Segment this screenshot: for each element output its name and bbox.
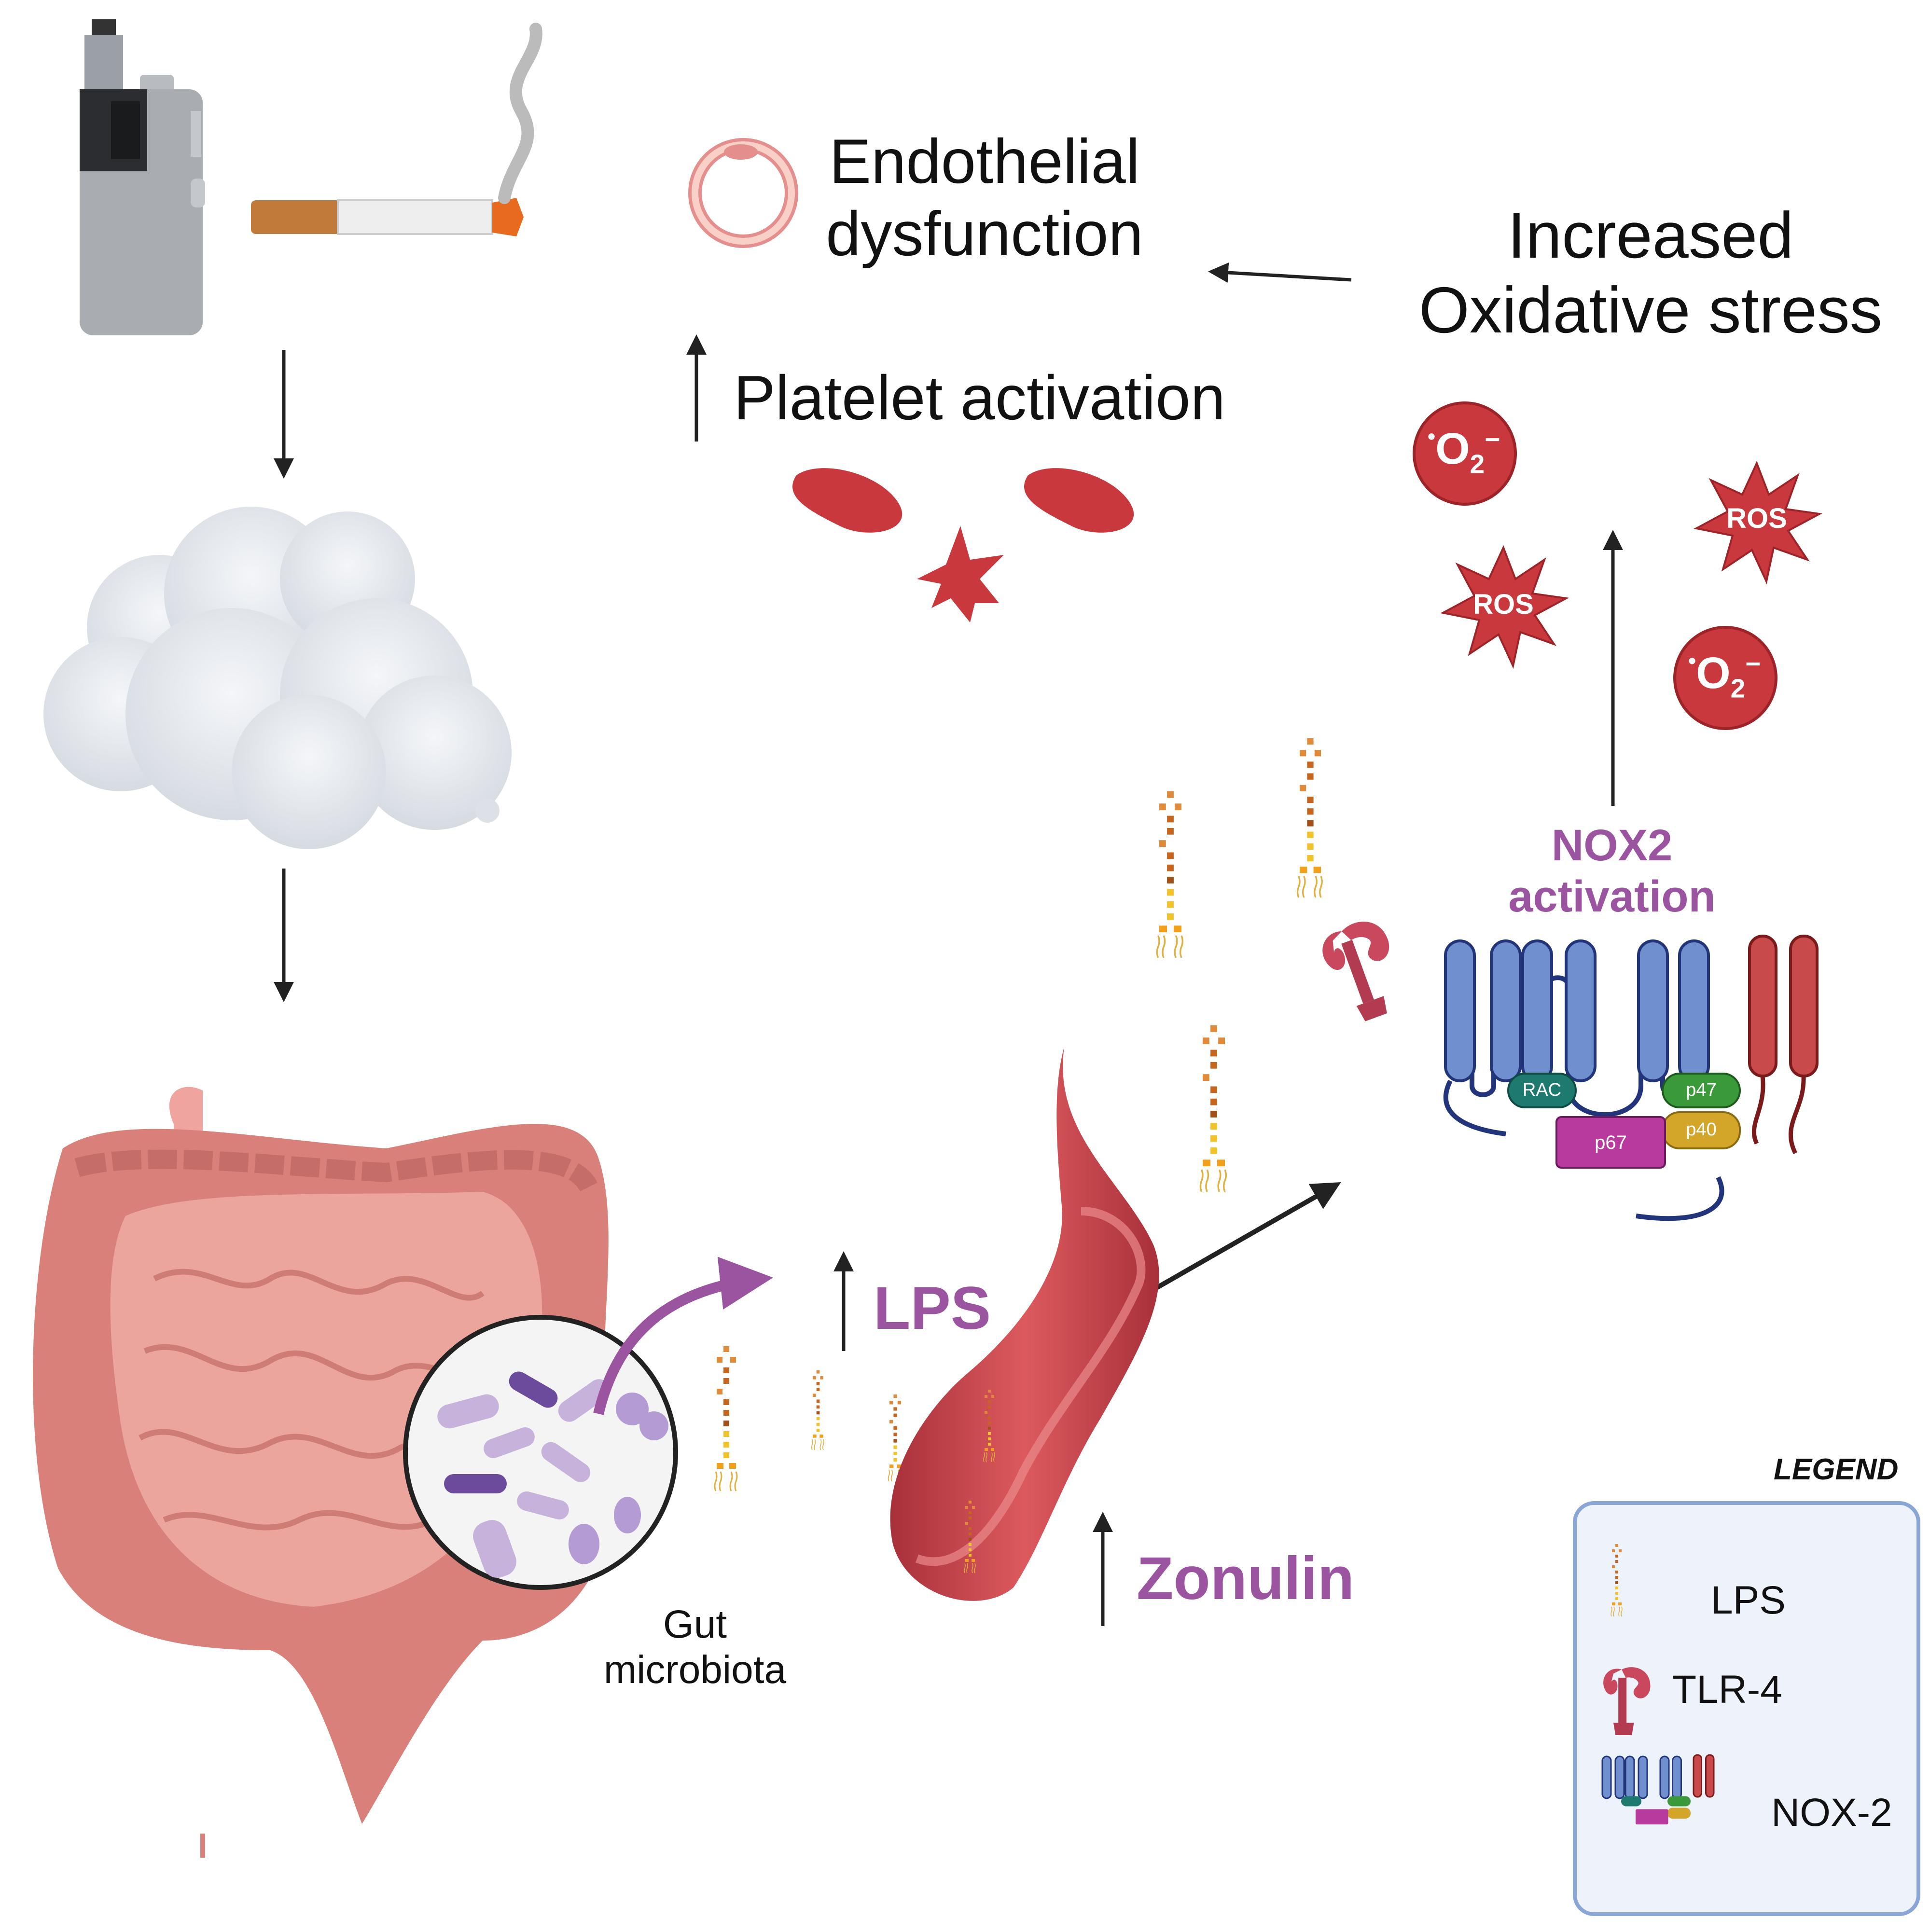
legend-item-nox2: NOX-2 bbox=[1771, 1791, 1892, 1835]
lps-molecule-icon bbox=[888, 1394, 903, 1482]
nox2-line2: activation bbox=[1508, 871, 1716, 921]
nox2-p40-label: p40 bbox=[1686, 1119, 1717, 1140]
gut-line2: microbiota bbox=[603, 1648, 787, 1692]
oxidative-stress-label: Increased Oxidative stress bbox=[1380, 198, 1921, 348]
nox2-rac-label: RAC bbox=[1522, 1080, 1562, 1100]
oxidative-line1: Increased bbox=[1507, 199, 1794, 272]
endothelial-line2: dysfunction bbox=[826, 198, 1143, 269]
nox2-p47-label: p47 bbox=[1686, 1080, 1717, 1100]
platelet-activation-label: Platelet activation bbox=[734, 362, 1225, 433]
lps-molecule-icon bbox=[1296, 737, 1323, 898]
nox2-activation-label: NOX2 activation bbox=[1477, 820, 1747, 923]
arrow-oxidative-to-endothelial bbox=[1208, 262, 1352, 283]
endothelial-line1: Endothelial bbox=[829, 126, 1140, 196]
endothelial-dysfunction-label: Endothelial dysfunction bbox=[791, 125, 1178, 270]
superoxide-circle-icon bbox=[1413, 401, 1517, 506]
legend-item-lps: LPS bbox=[1711, 1578, 1786, 1622]
ros-label: ROS bbox=[1726, 503, 1787, 534]
nox2-p67-label: p67 bbox=[1595, 1132, 1627, 1153]
superoxide-label: •O2− bbox=[1688, 648, 1761, 704]
legend-item-tlr4: TLR-4 bbox=[1672, 1668, 1782, 1711]
smoke-cloud-icon bbox=[43, 507, 512, 849]
gut-microbiota-magnifier bbox=[403, 1315, 678, 1590]
lps-molecule-icon bbox=[1156, 790, 1184, 959]
nox2-line1: NOX2 bbox=[1551, 821, 1673, 870]
lps-molecule-icon bbox=[811, 1370, 824, 1450]
endothelial-ring-icon bbox=[688, 138, 798, 248]
lps-molecule-icon bbox=[714, 1345, 738, 1492]
cigarette-icon bbox=[251, 23, 542, 236]
zonulin-label: Zonulin bbox=[1137, 1545, 1355, 1612]
intestine-icon bbox=[33, 1087, 612, 1858]
superoxide-label: •O2− bbox=[1428, 424, 1500, 479]
superoxide-circle-icon bbox=[1673, 626, 1777, 730]
lps-label: LPS bbox=[874, 1275, 991, 1342]
nox2-complex-icon bbox=[1443, 935, 1819, 1221]
arrow-microbiota-to-lps bbox=[593, 1256, 773, 1415]
oxidative-line2: Oxidative stress bbox=[1418, 274, 1883, 347]
legend-title: LEGEND bbox=[1774, 1453, 1899, 1486]
ros-label: ROS bbox=[1473, 589, 1534, 620]
gut-microbiota-label: Gut microbiota bbox=[569, 1602, 820, 1693]
blood-vessel-icon bbox=[890, 1047, 1159, 1601]
platelet-icon bbox=[792, 468, 1134, 622]
nox2-legend-icon bbox=[1601, 1754, 1715, 1824]
lps-molecule-icon bbox=[1199, 1024, 1227, 1193]
gut-line1: Gut bbox=[663, 1602, 727, 1646]
e-cigarette-icon bbox=[80, 19, 205, 335]
tlr4-receptor-icon bbox=[1316, 914, 1412, 1027]
